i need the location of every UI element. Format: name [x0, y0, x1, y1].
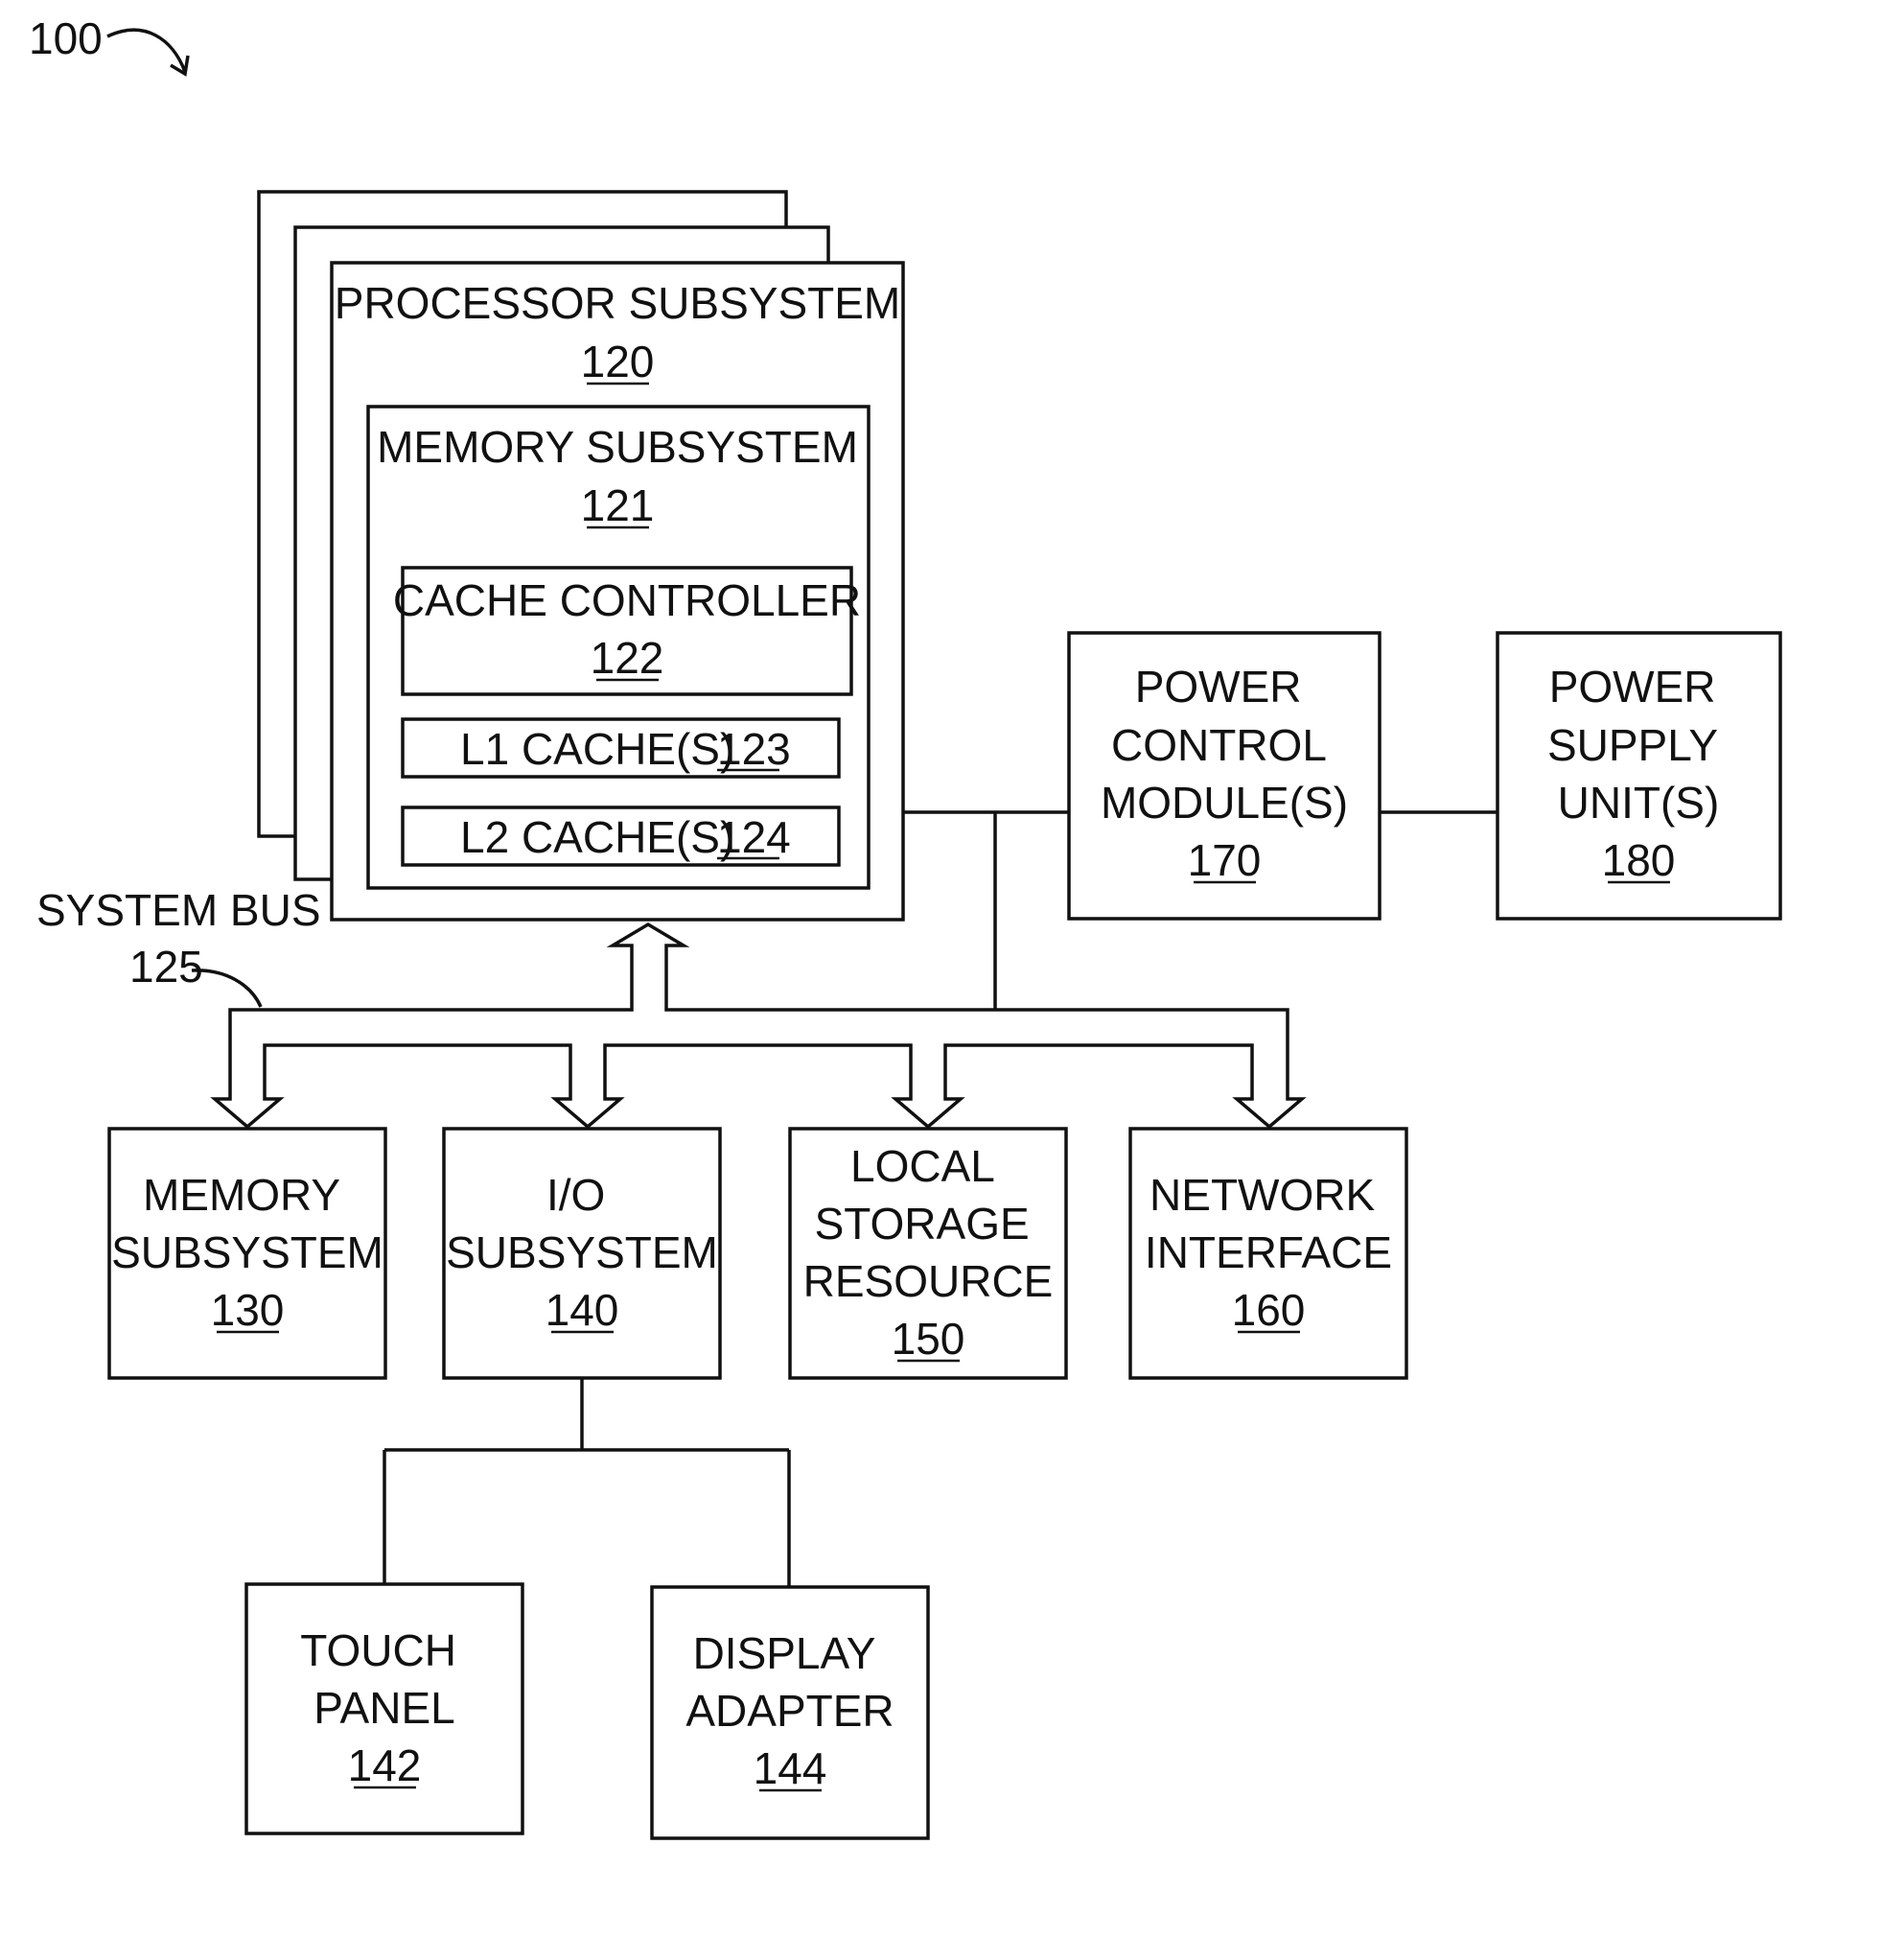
touch-panel-ref: 142	[348, 1740, 422, 1790]
l2-cache-label: L2 CACHE(S)	[460, 812, 734, 862]
display-adapter-ref: 144	[754, 1743, 827, 1793]
l2-cache-ref: 124	[717, 812, 791, 862]
processor-subsystem-label: PROCESSOR SUBSYSTEM	[335, 278, 900, 328]
power-supply-unit-label: POWER SUPPLY UNIT(S)	[1547, 662, 1730, 828]
system-bus-label: SYSTEM BUS	[36, 885, 321, 935]
system-bus-ref: 125	[129, 942, 203, 992]
memory-subsystem-ref: 130	[211, 1285, 285, 1335]
system-bus	[215, 924, 1302, 1127]
cache-controller-label: CACHE CONTROLLER	[393, 575, 861, 625]
network-interface-ref: 160	[1232, 1285, 1306, 1335]
processor-memory-subsystem-ref: 121	[581, 480, 655, 530]
local-storage-resource-ref: 150	[892, 1314, 965, 1364]
processor-memory-subsystem-label: MEMORY SUBSYSTEM	[377, 422, 858, 472]
figure-ref: 100	[29, 13, 103, 63]
processor-subsystem-ref: 120	[581, 337, 655, 386]
l1-cache-label: L1 CACHE(S)	[460, 724, 734, 774]
l1-cache-ref: 123	[717, 724, 791, 774]
io-peripheral-connectors	[384, 1378, 789, 1587]
power-control-module-label: POWER CONTROL MODULE(S)	[1101, 662, 1348, 828]
io-subsystem-ref: 140	[546, 1285, 619, 1335]
power-supply-unit-ref: 180	[1602, 835, 1676, 885]
power-control-module-ref: 170	[1188, 835, 1262, 885]
cache-controller-ref: 122	[591, 633, 664, 683]
